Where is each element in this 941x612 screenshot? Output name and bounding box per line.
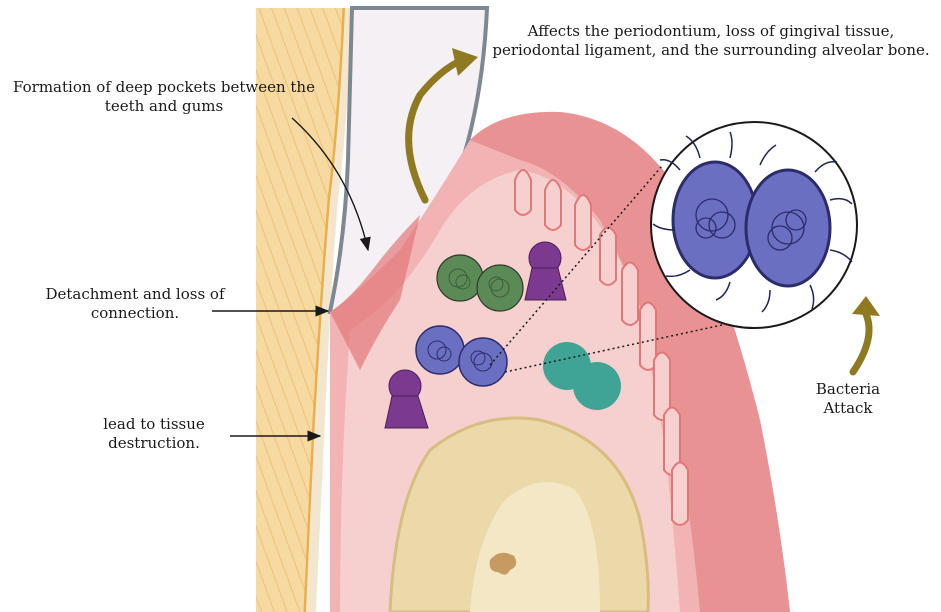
bacteria-cluster-icon [543, 342, 621, 410]
bacteria-cluster-icon [415, 325, 508, 387]
label-bacteria-attack: Bacteria Attack [815, 380, 881, 417]
label-affects-periodontium: Affects the periodontium, loss of gingiv… [492, 22, 930, 59]
curved-arrow-icon [405, 48, 478, 204]
pointer-arrows [212, 117, 371, 442]
label-detachment: Detachment and loss of connection. [45, 285, 225, 322]
label-tissue-destruction: lead to tissue destruction. [103, 415, 205, 452]
alveolar-bone [388, 416, 650, 612]
bacteria-cluster-icon [436, 254, 524, 312]
magnifier-circle-icon [650, 121, 858, 329]
bacteria-cluster-icon [384, 241, 567, 429]
curved-arrow-icon [849, 296, 880, 376]
label-deep-pockets: Formation of deep pockets between the te… [13, 78, 315, 115]
zoom-lines [489, 165, 723, 373]
